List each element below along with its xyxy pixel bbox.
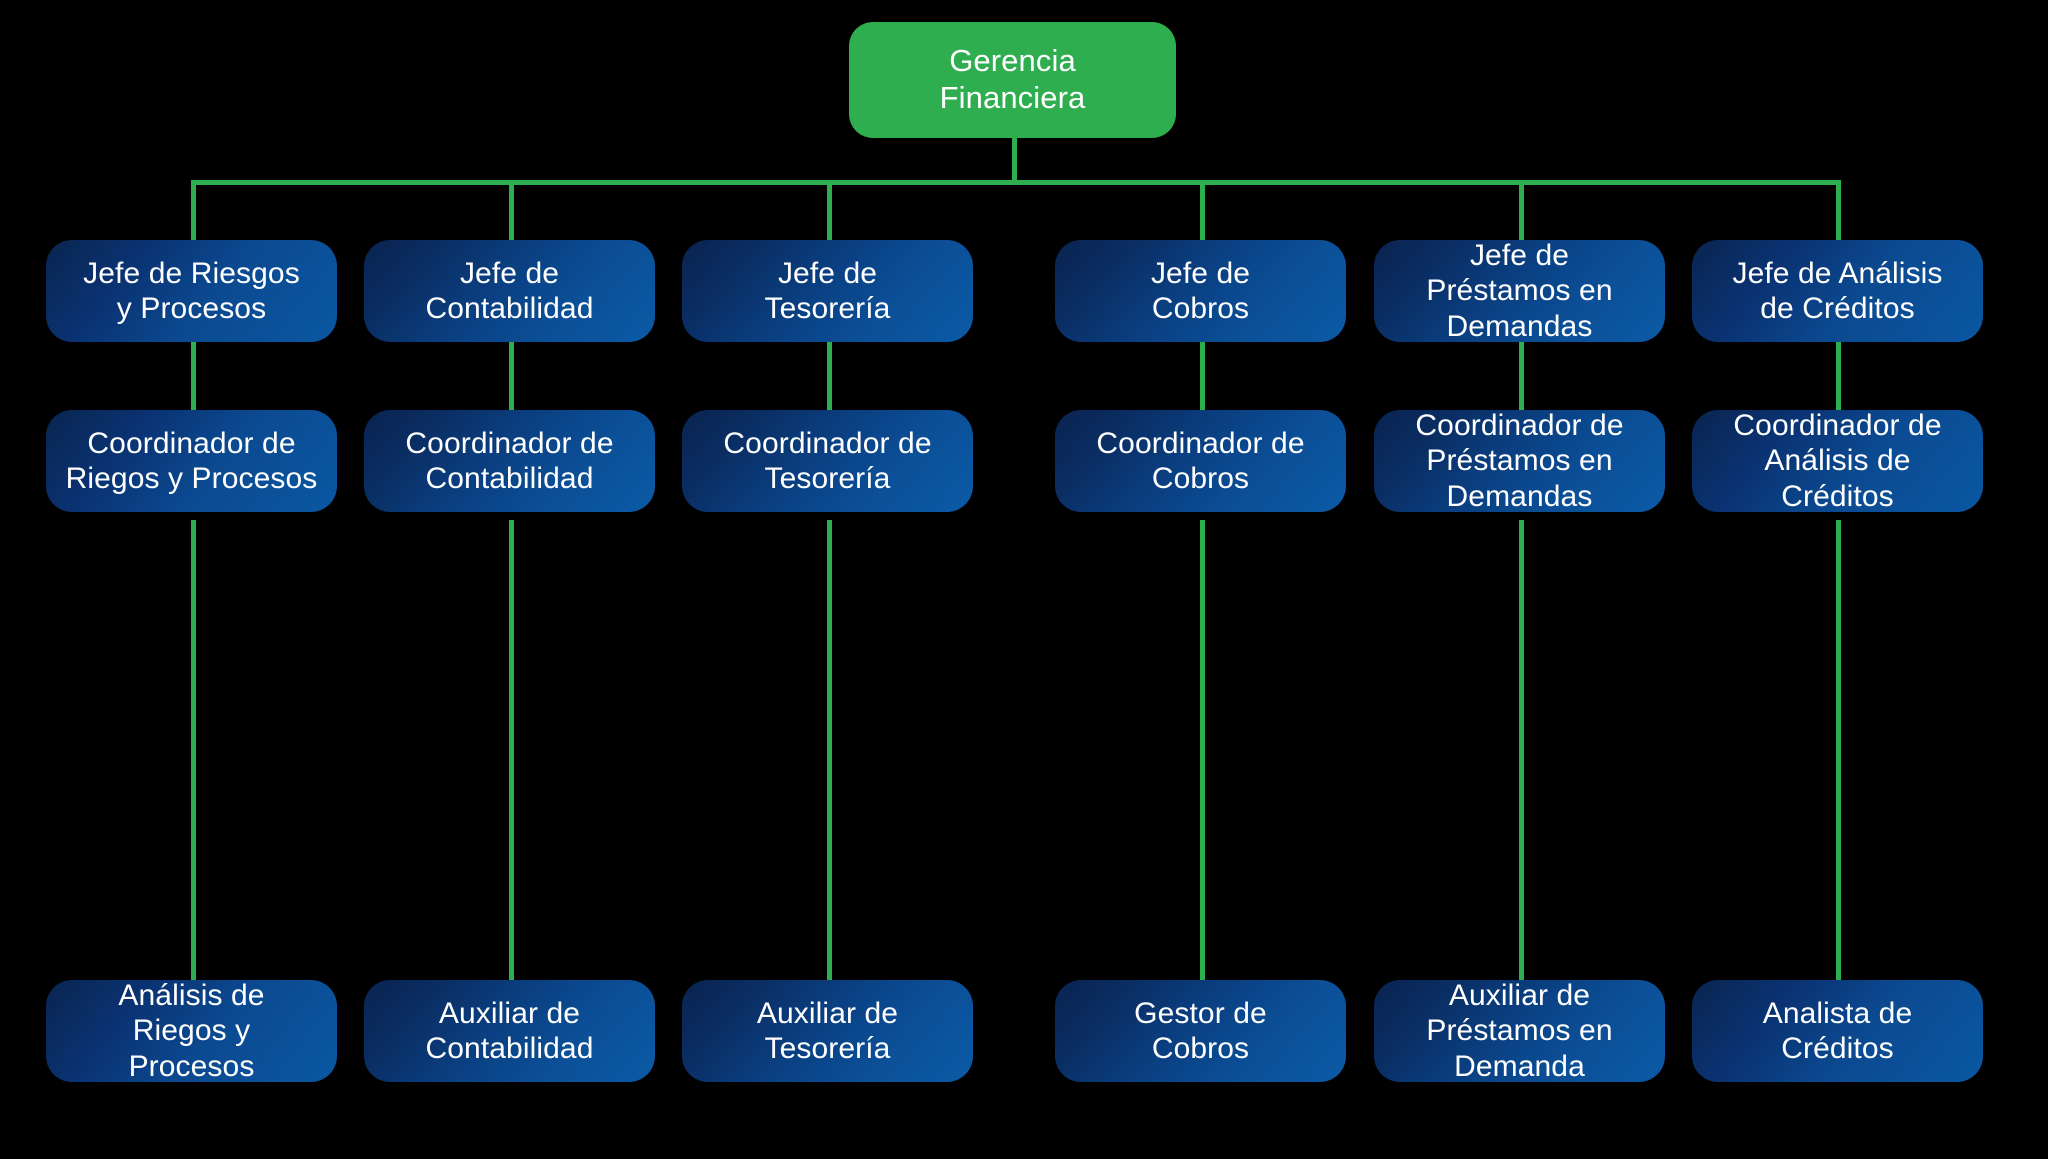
node-coordinador-contabilidad[interactable]: Coordinador de Contabilidad [364,410,655,512]
node-label: Analista de Créditos [1762,996,1913,1065]
node-jefe-contabilidad[interactable]: Jefe de Contabilidad [364,240,655,342]
node-label: Gerencia Financiera [939,43,1086,115]
connector-coordinador-operativo-col-6 [1836,520,1841,980]
node-coordinador-prestamos-demandas[interactable]: Coordinador de Préstamos en Demandas [1374,408,1665,513]
node-label: Jefe de Riesgos y Procesos [83,256,300,325]
node-label: Análisis de Riegos y Procesos [118,978,265,1083]
node-jefe-prestamos-demandas[interactable]: Jefe de Préstamos en Demandas [1374,238,1665,343]
node-label: Coordinador de Análisis de Créditos [1733,408,1942,513]
node-jefe-cobros[interactable]: Jefe de Cobros [1055,240,1346,342]
node-coordinador-cobros[interactable]: Coordinador de Cobros [1055,410,1346,512]
connector-horizontal-bus [191,180,1839,185]
connector-coordinador-operativo-col-3 [827,520,832,980]
node-label: Gestor de Cobros [1134,996,1267,1065]
connector-root-stem [1012,136,1017,184]
connector-bus-to-col-1 [191,180,196,242]
node-label: Auxiliar de Préstamos en Demanda [1426,978,1613,1083]
connector-bus-to-col-5 [1519,180,1524,242]
node-coordinador-riegos-procesos[interactable]: Coordinador de Riegos y Procesos [46,410,337,512]
node-coordinador-tesoreria[interactable]: Coordinador de Tesorería [682,410,973,512]
node-label: Jefe de Cobros [1150,256,1251,325]
connector-jefe-coordinador-col-4 [1200,340,1205,410]
connector-coordinador-operativo-col-5 [1519,520,1524,980]
node-gerencia-financiera[interactable]: Gerencia Financiera [849,22,1176,138]
node-jefe-tesoreria[interactable]: Jefe de Tesorería [682,240,973,342]
node-gestor-cobros[interactable]: Gestor de Cobros [1055,980,1346,1082]
node-label: Coordinador de Préstamos en Demandas [1415,408,1624,513]
node-label: Jefe de Tesorería [764,256,891,325]
node-label: Coordinador de Cobros [1096,426,1305,495]
connector-bus-to-col-4 [1200,180,1205,242]
node-analista-creditos[interactable]: Analista de Créditos [1692,980,1983,1082]
node-label: Jefe de Contabilidad [425,256,594,325]
connector-jefe-coordinador-col-6 [1836,340,1841,410]
connector-bus-to-col-3 [827,180,832,242]
node-jefe-riesgos-procesos[interactable]: Jefe de Riesgos y Procesos [46,240,337,342]
node-label: Jefe de Análisis de Créditos [1732,256,1943,325]
node-auxiliar-tesoreria[interactable]: Auxiliar de Tesorería [682,980,973,1082]
node-label: Auxiliar de Contabilidad [425,996,594,1065]
connector-bus-to-col-2 [509,180,514,242]
node-analisis-riegos-procesos[interactable]: Análisis de Riegos y Procesos [46,978,337,1083]
node-label: Auxiliar de Tesorería [756,996,899,1065]
connector-jefe-coordinador-col-3 [827,340,832,410]
node-label: Coordinador de Riegos y Procesos [65,426,318,495]
connector-coordinador-operativo-col-2 [509,520,514,980]
connector-bus-to-col-6 [1836,180,1841,242]
node-label: Coordinador de Tesorería [723,426,932,495]
connector-jefe-coordinador-col-2 [509,340,514,410]
connector-coordinador-operativo-col-4 [1200,520,1205,980]
connector-jefe-coordinador-col-5 [1519,340,1524,410]
node-jefe-analisis-creditos[interactable]: Jefe de Análisis de Créditos [1692,240,1983,342]
connector-jefe-coordinador-col-1 [191,340,196,410]
connector-coordinador-operativo-col-1 [191,520,196,980]
node-label: Jefe de Préstamos en Demandas [1426,238,1613,343]
node-label: Coordinador de Contabilidad [405,426,614,495]
node-auxiliar-contabilidad[interactable]: Auxiliar de Contabilidad [364,980,655,1082]
node-auxiliar-prestamos-demanda[interactable]: Auxiliar de Préstamos en Demanda [1374,978,1665,1083]
node-coordinador-analisis-creditos[interactable]: Coordinador de Análisis de Créditos [1692,408,1983,513]
